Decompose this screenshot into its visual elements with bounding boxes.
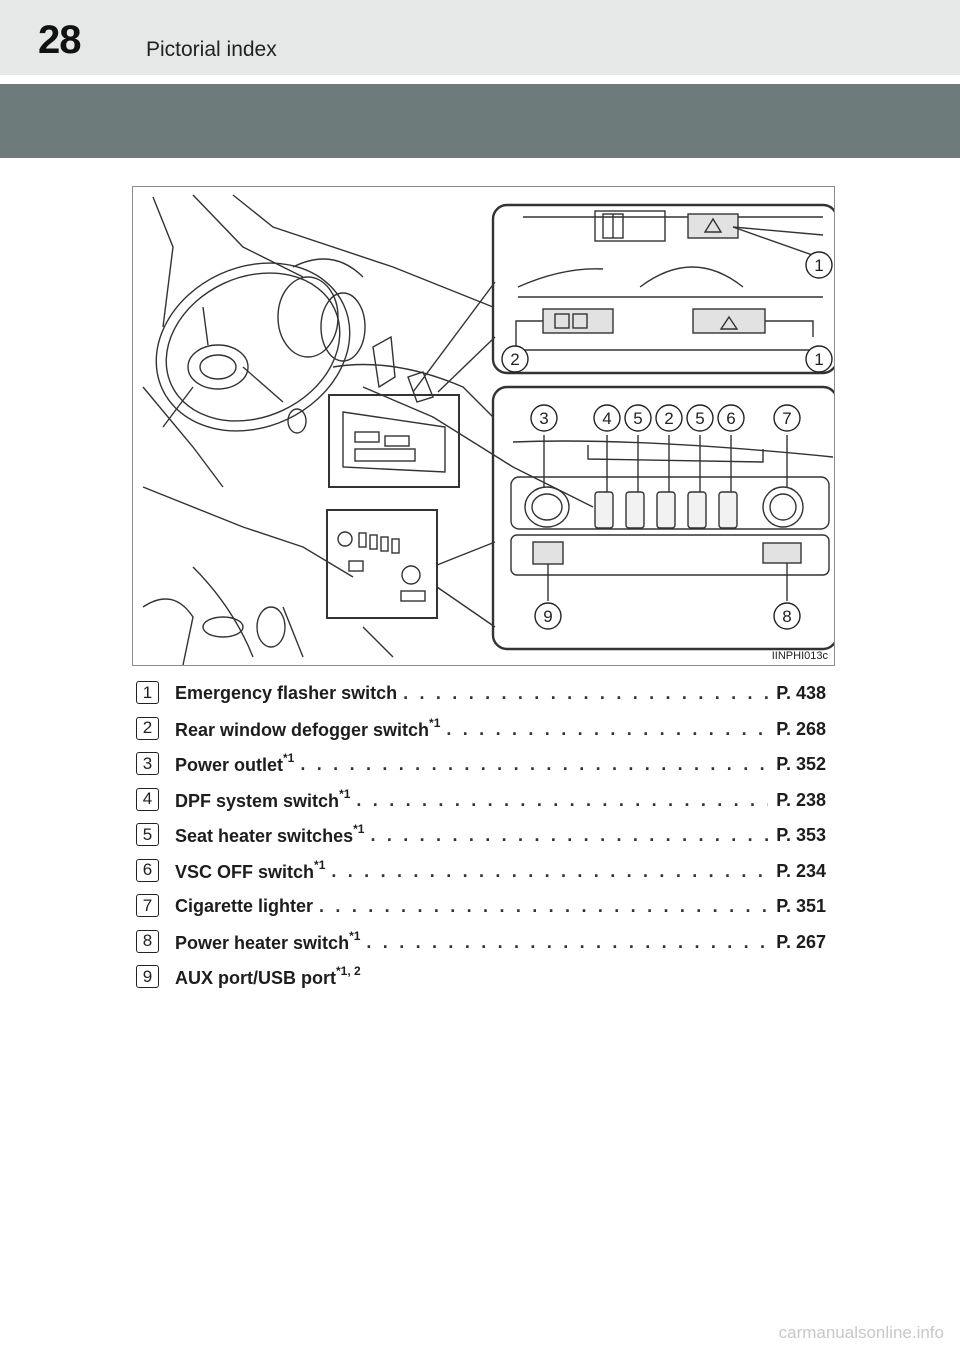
callout-number: 8	[782, 607, 791, 626]
callout-circle	[773, 404, 801, 432]
dashboard-illustration: 1 2 1 3 4 5 2 5 6 7 9 8 IINPHI013c	[132, 186, 835, 666]
leader-dots: . . . . . . . . . . . . . . . . . . . . …	[331, 860, 768, 881]
page-reference[interactable]: P. 238	[776, 789, 826, 810]
page-number: 28	[38, 18, 81, 62]
callout-circle	[530, 404, 558, 432]
item-name: Power outlet*1	[175, 751, 295, 776]
page-header: 28 Pictorial index	[0, 0, 960, 75]
legend-item: 5 Seat heater switches*1. . . . . . . . .…	[136, 818, 826, 854]
dashboard-drawing: 1 2 1 3 4 5 2 5 6 7 9 8	[142, 194, 834, 665]
callout-number: 4	[602, 409, 611, 428]
item-footnote-marker: *1	[349, 928, 361, 943]
page-reference[interactable]: P. 352	[776, 754, 826, 775]
item-name: Cigarette lighter	[175, 896, 314, 917]
item-name: VSC OFF switch*1	[175, 857, 326, 882]
item-footnote-marker: *1	[314, 857, 326, 872]
callout-circle	[534, 602, 562, 630]
legend-item: 9 AUX port/USB port*1, 2	[136, 960, 826, 996]
page-reference[interactable]: P. 351	[776, 896, 826, 917]
leader-dots: . . . . . . . . . . . . . . . . . . . . …	[319, 896, 768, 917]
callout-circle	[501, 345, 529, 373]
callout-number: 1	[814, 350, 823, 369]
item-number: 9	[136, 965, 159, 989]
callout-circle	[686, 404, 714, 432]
section-title: Pictorial index	[146, 38, 277, 61]
legend-item: 3 Power outlet*1. . . . . . . . . . . . .…	[136, 747, 826, 783]
item-name: Seat heater switches*1	[175, 822, 365, 847]
callout-number: 2	[664, 409, 673, 428]
item-footnote-marker: *1, 2	[336, 964, 361, 979]
page-reference[interactable]: P. 353	[776, 825, 826, 846]
callout-number: 2	[510, 350, 519, 369]
legend-item: 8 Power heater switch*1. . . . . . . . . …	[136, 925, 826, 961]
item-number: 5	[136, 823, 159, 847]
leader-dots: . . . . . . . . . . . . . . . . . . . . …	[403, 683, 768, 704]
callout-circle	[805, 345, 833, 373]
callout-circle	[593, 404, 621, 432]
leader-dots: . . . . . . . . . . . . . . . . . . . . …	[446, 718, 768, 739]
leader-dots: . . . . . . . . . . . . . . . . . . . . …	[370, 825, 768, 846]
item-name: AUX port/USB port*1, 2	[175, 964, 361, 989]
callout-circle	[655, 404, 683, 432]
item-number: 2	[136, 716, 159, 740]
item-number: 1	[136, 681, 159, 705]
leader-dots: . . . . . . . . . . . . . . . . . . . . …	[300, 754, 768, 775]
item-number: 6	[136, 858, 159, 882]
callout-number: 9	[543, 607, 552, 626]
callout-number: 1	[814, 256, 823, 275]
callout-circle	[624, 404, 652, 432]
callout-number: 5	[695, 409, 704, 428]
item-footnote-marker: *1	[339, 786, 351, 801]
callout-number: 6	[726, 409, 735, 428]
item-number: 8	[136, 929, 159, 953]
item-number: 4	[136, 787, 159, 811]
page-reference[interactable]: P. 268	[776, 718, 826, 739]
page-reference[interactable]: P. 438	[776, 683, 826, 704]
page-reference[interactable]: P. 267	[776, 931, 826, 952]
item-name: Power heater switch*1	[175, 928, 361, 953]
item-number: 3	[136, 752, 159, 776]
item-name: Rear window defogger switch*1	[175, 715, 441, 740]
callout-circle	[773, 602, 801, 630]
legend-item: 7 Cigarette lighter. . . . . . . . . . . …	[136, 889, 826, 925]
item-footnote-marker: *1	[283, 751, 295, 766]
callout-circle	[805, 251, 833, 279]
item-number: 7	[136, 894, 159, 918]
watermark: carmanualsonline.info	[778, 1323, 944, 1342]
callout-circle	[717, 404, 745, 432]
legend-item: 1 Emergency flasher switch. . . . . . . .…	[136, 676, 826, 712]
callout-number: 5	[633, 409, 642, 428]
header-band	[0, 84, 960, 158]
legend-item: 4 DPF system switch*1. . . . . . . . . . …	[136, 783, 826, 819]
item-name: Emergency flasher switch	[175, 683, 398, 704]
legend-item: 6 VSC OFF switch*1. . . . . . . . . . . .…	[136, 854, 826, 890]
item-name: DPF system switch*1	[175, 786, 351, 811]
item-footnote-marker: *1	[429, 715, 441, 730]
callout-number: 3	[539, 409, 548, 428]
figure-code: IINPHI013c	[771, 650, 828, 662]
item-footnote-marker: *1	[353, 822, 365, 837]
page-reference[interactable]: P. 234	[776, 860, 826, 881]
legend-item: 2 Rear window defogger switch*1. . . . . …	[136, 712, 826, 748]
callout-number: 7	[782, 409, 791, 428]
leader-dots: . . . . . . . . . . . . . . . . . . . . …	[356, 789, 768, 810]
leader-dots: . . . . . . . . . . . . . . . . . . . . …	[366, 931, 769, 952]
